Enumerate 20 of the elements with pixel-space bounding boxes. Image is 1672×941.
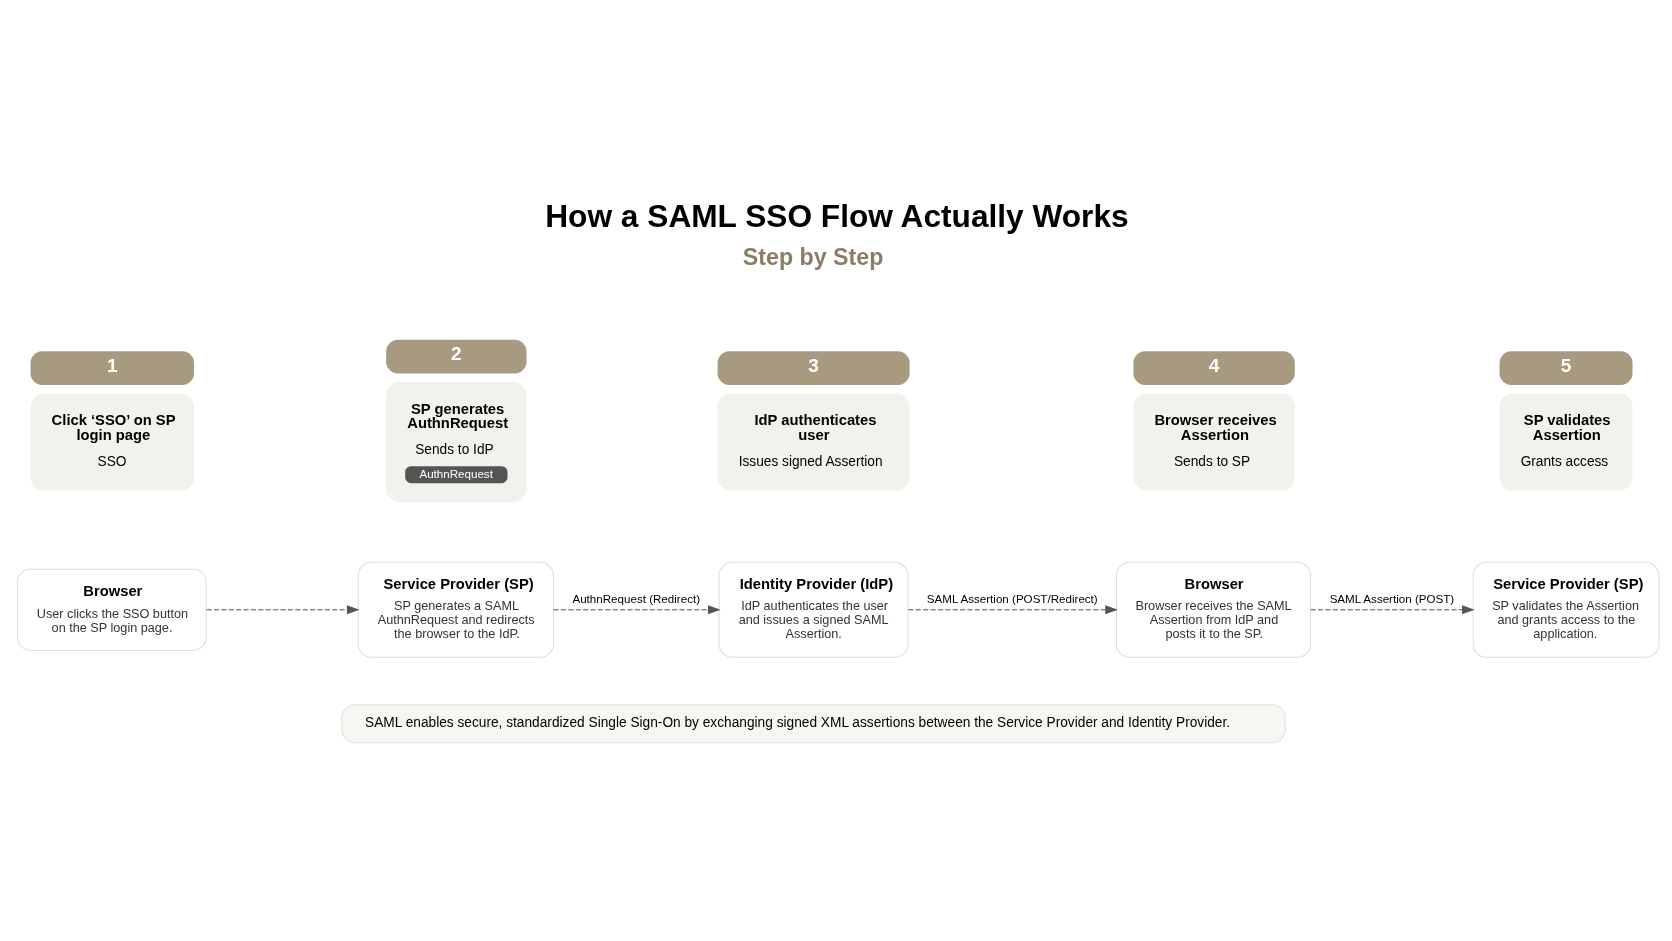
node-label: 3 [808,354,819,376]
node-box: Service Provider (SP) SP generates a SAML AuthnRequest and redirects the browser to the IdP. [357,561,554,658]
arrow [206,605,360,615]
node-label: 1 [107,354,118,376]
arrow [907,605,1118,615]
arrow [553,605,721,615]
edge-label: SAML Assertion (POST/Redirect) [926,592,1098,606]
node-label: 2 [451,343,462,365]
node-box: Browser User clicks the SSO button on the SP login page. [16,568,207,651]
label: Step by Step [742,244,884,271]
node-box: Identity Provider (IdP) IdP authenticates the user and issues a signed SAML Assertion. [718,561,909,658]
label: SAML enables secure, standardized Single Sign-On by exchanging signed XML assertions between the Service Provider and Identity Provider. [365,715,1231,731]
node-box: Service Provider (SP) SP validates the Assertion and grants access to the application. [1472,561,1660,658]
node-label: 5 [1560,354,1572,376]
node-label: 4 [1208,354,1220,376]
node-box: Browser Browser receives the SAML Assertion from IdP and posts it to the SP. [1115,561,1312,658]
diagram-title: How a SAML SSO Flow Actually Works [545,197,1129,234]
arrow [1310,605,1475,615]
edge-label: SAML Assertion (POST) [1329,592,1455,606]
edge-label: AuthnRequest (Redirect) [572,592,701,606]
